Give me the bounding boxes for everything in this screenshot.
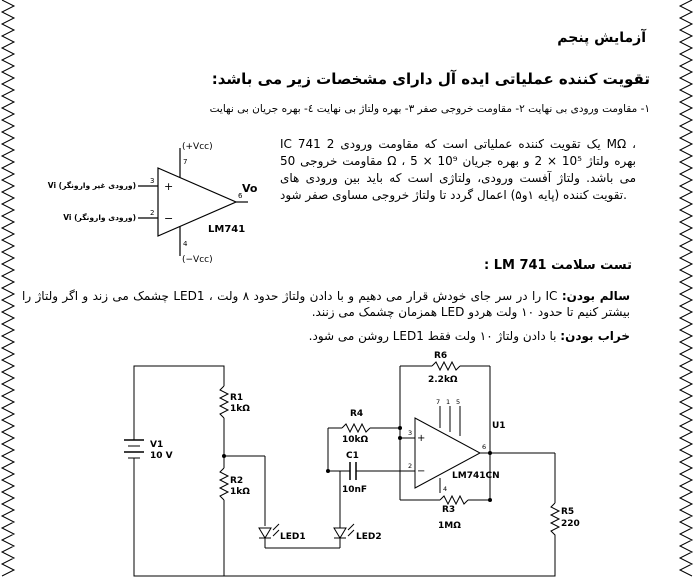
r5-name: R5 <box>561 507 574 517</box>
r5-value: 220Ω <box>561 519 580 529</box>
r2-name: R2 <box>230 476 243 486</box>
u1-pin2: 2 <box>408 462 412 470</box>
v1-name: V1 <box>150 440 163 450</box>
r2-value: 1kΩ <box>230 487 250 497</box>
opamp-output-label: Vo <box>242 182 258 195</box>
section-subtitle: تقویت کننده عملیاتی ایده آل دارای مشخصات… <box>211 70 650 88</box>
noninverting-input-label: Vi (ورودی غیر وارونگر) <box>48 181 136 190</box>
test-heading: تست سلامت LM 741 : <box>483 258 632 273</box>
broken-paragraph: خراب بودن: با دادن ولتاژ ۱۰ ولت فقط LED1… <box>309 328 630 344</box>
healthy-label: سالم بودن: <box>561 289 630 303</box>
opamp-pin4: 4 <box>183 240 188 248</box>
u1-pin5: 5 <box>456 398 460 406</box>
led1-label: LED1 <box>280 532 306 542</box>
inverting-input-label: Vi (ورودی وارونگر) <box>63 213 136 222</box>
r1-name: R1 <box>230 393 243 403</box>
u1-minus-sign: − <box>417 466 425 477</box>
test-circuit-schematic: V1 10 V R1 1kΩ R2 1kΩ R4 10kΩ C1 10nF R6… <box>124 351 580 577</box>
opamp-vcc-neg-label: (−Vcc) <box>182 255 213 265</box>
u1-part: LM741CN <box>452 471 500 481</box>
opamp-pin6: 6 <box>238 192 243 200</box>
u1-pin1: 1 <box>446 398 450 406</box>
opamp-vcc-pos-label: (+Vcc) <box>182 142 213 152</box>
u1-pin4: 4 <box>443 485 447 493</box>
r1-value: 1kΩ <box>230 404 250 414</box>
v1-value: 10 V <box>150 451 173 461</box>
opamp-part-label: LM741 <box>208 224 245 235</box>
opamp-minus-sign: − <box>164 212 173 225</box>
ic-description: IC 741 یک تقویت کننده عملیاتی است که مقا… <box>280 137 636 202</box>
c1-value: 10nF <box>342 485 367 495</box>
u1-pin6: 6 <box>482 443 486 451</box>
broken-label: خراب بودن: <box>560 329 630 343</box>
r3-name: R3 <box>442 505 455 515</box>
opamp-plus-sign: + <box>164 180 173 193</box>
u1-plus-sign: + <box>417 433 425 444</box>
left-zigzag-border <box>0 0 16 577</box>
opamp-pin2: 2 <box>150 209 154 217</box>
u1-pin3: 3 <box>408 429 412 437</box>
page-title: آزمایش پنجم <box>557 30 646 46</box>
right-zigzag-border <box>678 0 694 577</box>
r4-name: R4 <box>350 409 363 419</box>
healthy-text: IC را در سر جای خودش قرار می دهیم و با د… <box>22 289 630 319</box>
broken-text: با دادن ولتاژ ۱۰ ولت فقط LED1 روشن می شو… <box>308 329 561 343</box>
opamp-pin7: 7 <box>183 158 187 166</box>
r3-value: 1MΩ <box>438 521 461 531</box>
opamp-pin3: 3 <box>150 177 154 185</box>
c1-name: C1 <box>346 451 359 461</box>
healthy-paragraph: سالم بودن: IC را در سر جای خودش قرار می … <box>22 288 630 320</box>
r4-value: 10kΩ <box>342 435 369 445</box>
r6-name: R6 <box>434 351 447 361</box>
r6-value: 2.2kΩ <box>428 375 458 385</box>
u1-name: U1 <box>492 421 506 431</box>
opamp-symbol-diagram: (+Vcc) 7 4 (−Vcc) 3 2 6 + − Vo LM741 Vi … <box>48 142 258 265</box>
ideal-properties-list: ۱- مقاومت ورودی بی نهایت ۲- مقاومت خروجی… <box>209 103 650 115</box>
u1-pin7: 7 <box>436 398 440 406</box>
led2-label: LED2 <box>356 532 382 542</box>
opamp-triangle <box>157 167 238 237</box>
